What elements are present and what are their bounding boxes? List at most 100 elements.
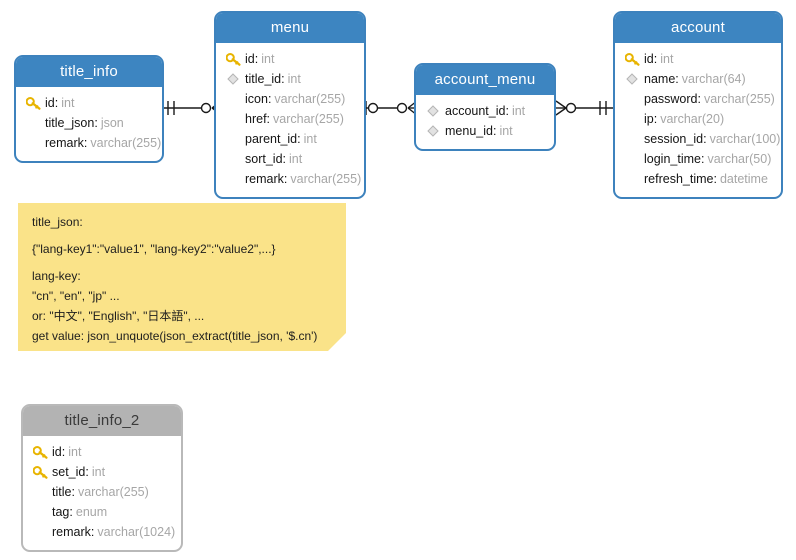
field-row[interactable]: set_id:int — [23, 462, 181, 482]
field-name: password — [644, 92, 698, 106]
field-row[interactable]: icon:varchar(255) — [216, 89, 364, 109]
field-type: varchar(255) — [273, 112, 344, 126]
field-row[interactable]: id:int — [16, 93, 162, 113]
field-type: varchar(20) — [660, 112, 725, 126]
field-name: id — [644, 52, 654, 66]
field-name: remark — [45, 136, 84, 150]
note-line: lang-key: — [32, 269, 81, 283]
no-icon — [31, 504, 49, 520]
field-row[interactable]: remark:varchar(255) — [216, 169, 364, 189]
field-separator: : — [71, 485, 75, 499]
field-row[interactable]: title_json:json — [16, 113, 162, 133]
field-row[interactable]: name:varchar(64) — [615, 69, 781, 89]
field-row[interactable]: menu_id:int — [416, 121, 554, 141]
field-row[interactable]: sort_id:int — [216, 149, 364, 169]
field-separator: : — [90, 525, 95, 539]
no-icon — [224, 91, 242, 107]
field-name: sort_id — [245, 152, 283, 166]
field-separator: : — [54, 96, 59, 110]
field-name: href — [245, 112, 267, 126]
relationship-menu-account_menu[interactable] — [362, 96, 420, 120]
field-type: int — [61, 96, 75, 110]
field-row[interactable]: refresh_time:datetime — [615, 169, 781, 189]
field-row[interactable]: id:int — [23, 442, 181, 462]
field-row[interactable]: href:varchar(255) — [216, 109, 364, 129]
field-type: int — [287, 72, 301, 86]
note-lines: title_json: {"lang-key1":"value1", "lang-… — [32, 215, 332, 344]
field-type: int — [261, 52, 275, 66]
field-type: int — [68, 445, 82, 459]
field-row[interactable]: account_id:int — [416, 101, 554, 121]
field-name: parent_id — [245, 132, 298, 146]
no-icon — [623, 151, 641, 167]
no-icon — [224, 131, 242, 147]
field-separator: : — [703, 132, 707, 146]
field-row[interactable]: password:varchar(255) — [615, 89, 781, 109]
key-icon — [623, 51, 641, 67]
field-type: varchar(255) — [77, 485, 149, 499]
field-name: menu_id — [445, 124, 493, 138]
field-separator: : — [61, 445, 66, 459]
field-separator: : — [94, 116, 98, 130]
field-row[interactable]: id:int — [615, 49, 781, 69]
field-row[interactable]: parent_id:int — [216, 129, 364, 149]
field-type: int — [660, 52, 674, 66]
no-icon — [224, 111, 242, 127]
field-row[interactable]: title_id:int — [216, 69, 364, 89]
field-separator: : — [83, 136, 88, 150]
field-name: id — [45, 96, 55, 110]
field-separator: : — [653, 112, 658, 126]
field-separator: : — [282, 152, 287, 166]
note-line: title_json: — [32, 215, 83, 229]
field-separator: : — [297, 132, 301, 146]
field-row[interactable]: id:int — [216, 49, 364, 69]
field-name: id — [245, 52, 255, 66]
field-name: title — [52, 485, 72, 499]
no-icon — [31, 484, 49, 500]
no-icon — [623, 171, 641, 187]
note-title_json[interactable]: title_json: {"lang-key1":"value1", "lang-… — [18, 203, 346, 351]
key-icon — [31, 444, 49, 460]
diamond-icon — [224, 71, 242, 87]
field-row[interactable]: remark:varchar(255) — [16, 133, 162, 153]
field-name: remark — [245, 172, 284, 186]
field-type: int — [511, 104, 526, 118]
field-name: login_time — [644, 152, 701, 166]
no-icon — [24, 135, 42, 151]
field-type: int — [499, 124, 513, 138]
entity-title: account_menu — [416, 65, 554, 95]
field-type: varchar(255) — [274, 92, 346, 106]
entity-title: account — [615, 13, 781, 43]
note-line: {"lang-key1":"value1", "lang-key2":"valu… — [32, 242, 276, 256]
diamond-icon — [424, 123, 442, 139]
field-name: session_id — [644, 132, 704, 146]
field-separator: : — [69, 505, 73, 519]
field-type: varchar(50) — [707, 152, 772, 166]
field-row[interactable]: title:varchar(255) — [23, 482, 181, 502]
field-type: int — [303, 132, 317, 146]
field-row[interactable]: tag:enum — [23, 502, 181, 522]
field-row[interactable]: session_id:varchar(100) — [615, 129, 781, 149]
field-type: datetime — [719, 172, 768, 186]
field-separator: : — [281, 72, 285, 86]
field-separator: : — [697, 92, 701, 106]
note-line: or: "中文", "English", "日本語", ... — [32, 309, 205, 323]
relationship-account_menu-account[interactable] — [554, 96, 616, 120]
field-separator: : — [492, 124, 497, 138]
field-row[interactable]: ip:varchar(20) — [615, 109, 781, 129]
field-row[interactable]: remark:varchar(1024) — [23, 522, 181, 542]
field-separator: : — [700, 152, 705, 166]
field-type: varchar(100) — [709, 132, 781, 146]
field-name: tag — [52, 505, 70, 519]
field-name: remark — [52, 525, 91, 539]
field-row[interactable]: login_time:varchar(50) — [615, 149, 781, 169]
entity-title: title_info_2 — [23, 406, 181, 436]
